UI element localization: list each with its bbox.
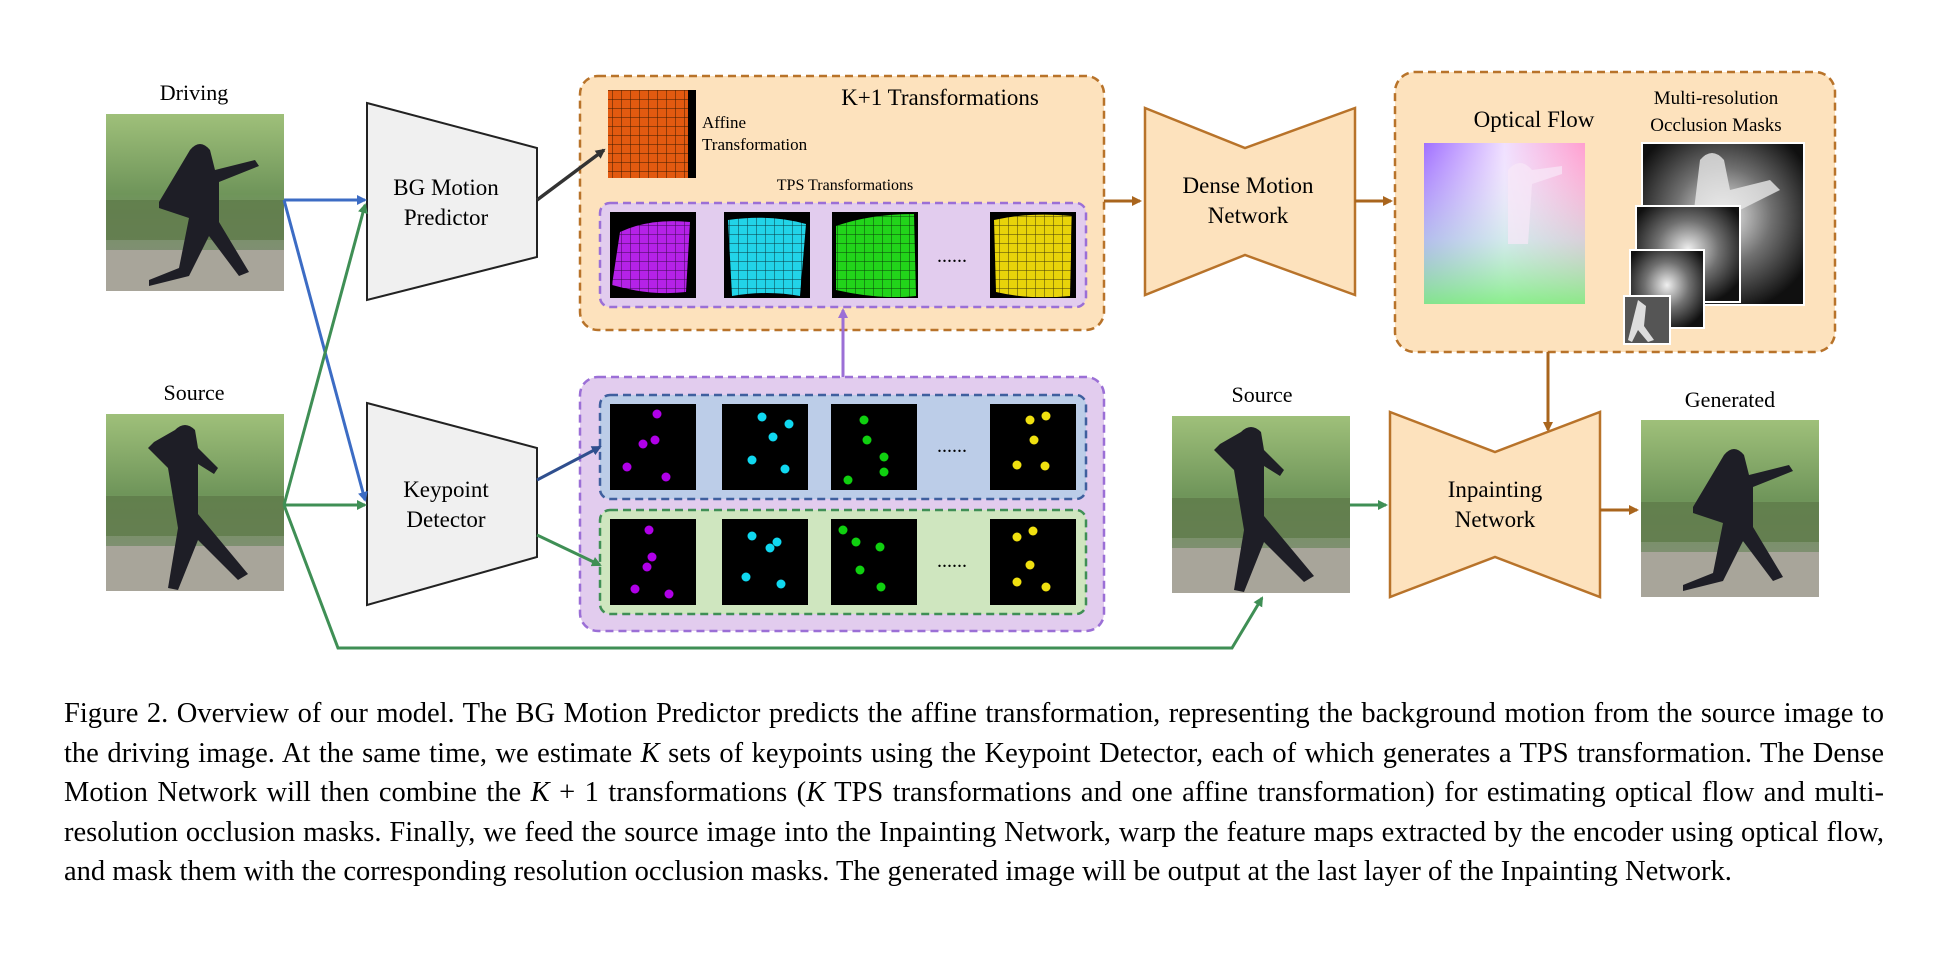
dense-label-2: Network xyxy=(1208,203,1289,228)
driving-label: Driving xyxy=(160,80,228,105)
tps-grid-green xyxy=(832,212,918,298)
optical-flow-label: Optical Flow xyxy=(1474,107,1595,132)
dense-label-1: Dense Motion xyxy=(1183,173,1314,198)
keypoints-driving-cyan xyxy=(722,404,808,490)
keypoint-label-1: Keypoint xyxy=(403,477,489,502)
keypoints-box: ...... xyxy=(578,375,1106,633)
tps-ellipsis: ...... xyxy=(937,245,967,267)
keypoints-driving-purple xyxy=(610,404,696,490)
caption-math-k-3: K xyxy=(806,777,826,808)
affine-label-2: Transformation xyxy=(702,135,808,154)
transformations-title: K+1 Transformations xyxy=(841,85,1039,110)
keypoints-driving-green xyxy=(831,404,917,490)
dense-outputs-box: Optical Flow Multi-resolution Occlusion … xyxy=(1393,70,1837,354)
optical-flow-image xyxy=(1424,143,1585,304)
masks-label-2: Occlusion Masks xyxy=(1650,115,1781,136)
keypoints-source-green xyxy=(831,519,917,605)
arrow-keypoint-to-driving-row xyxy=(536,445,602,482)
caption-part-2: sets of keypoints using the Keypoint Det… xyxy=(64,737,1884,809)
keypoints-source-yellow xyxy=(990,519,1076,605)
bg-motion-label-1: BG Motion xyxy=(393,175,499,200)
driving-image xyxy=(106,114,284,291)
source-image-right xyxy=(1172,416,1350,593)
generated-label: Generated xyxy=(1685,387,1775,412)
tps-grid-yellow xyxy=(990,212,1076,298)
tps-grid-cyan xyxy=(724,212,810,298)
caption-math-k-1: K xyxy=(640,737,660,769)
keypoints-ellipsis-top: ...... xyxy=(937,435,967,457)
dense-motion-network: Dense Motion Network xyxy=(1143,106,1357,297)
masks-label-1: Multi-resolution xyxy=(1654,88,1779,109)
occlusion-masks-image xyxy=(1623,142,1805,345)
inpaint-label-1: Inpainting xyxy=(1448,477,1543,502)
caption-part-4: TPS transformations and one affine trans… xyxy=(64,777,1884,887)
generated-image xyxy=(1641,420,1819,597)
bg-motion-label-2: Predictor xyxy=(404,205,489,230)
tps-grid-purple xyxy=(610,212,696,298)
model-overview-diagram: Driving Source BG Motion Predictor Keypo… xyxy=(106,70,1837,650)
bg-motion-predictor: BG Motion Predictor xyxy=(366,101,538,302)
affine-label-1: Affine xyxy=(702,113,746,132)
keypoints-ellipsis-bottom: ...... xyxy=(937,550,967,572)
source-label-left: Source xyxy=(163,380,224,405)
caption-part-1: Figure 2. Overview of our model. The BG … xyxy=(64,698,1884,769)
arrow-keypoint-to-source-row xyxy=(536,533,602,567)
figure-caption: Figure 2. Overview of our model. The BG … xyxy=(64,694,1884,892)
source-label-right: Source xyxy=(1231,382,1292,407)
keypoint-detector: Keypoint Detector xyxy=(366,401,538,607)
affine-grid-image xyxy=(608,90,696,178)
tps-label: TPS Transformations xyxy=(777,177,913,194)
caption-math-k-2: K xyxy=(530,777,550,808)
inpaint-label-2: Network xyxy=(1455,507,1536,532)
caption-part-3: + 1 transformations ( xyxy=(549,777,807,808)
keypoints-source-purple xyxy=(610,519,696,605)
source-image-left xyxy=(106,414,284,591)
transformations-box: K+1 Transformations Affine Transformatio… xyxy=(578,74,1106,332)
inpainting-network: Inpainting Network xyxy=(1388,410,1602,599)
keypoint-label-2: Detector xyxy=(406,507,486,532)
keypoints-driving-yellow xyxy=(990,404,1076,490)
keypoints-source-cyan xyxy=(722,519,808,605)
arrow-source-to-bg xyxy=(282,203,368,506)
arrow-bg-to-affine xyxy=(535,148,606,202)
arrow-source-to-inpainting-source xyxy=(282,504,1264,650)
